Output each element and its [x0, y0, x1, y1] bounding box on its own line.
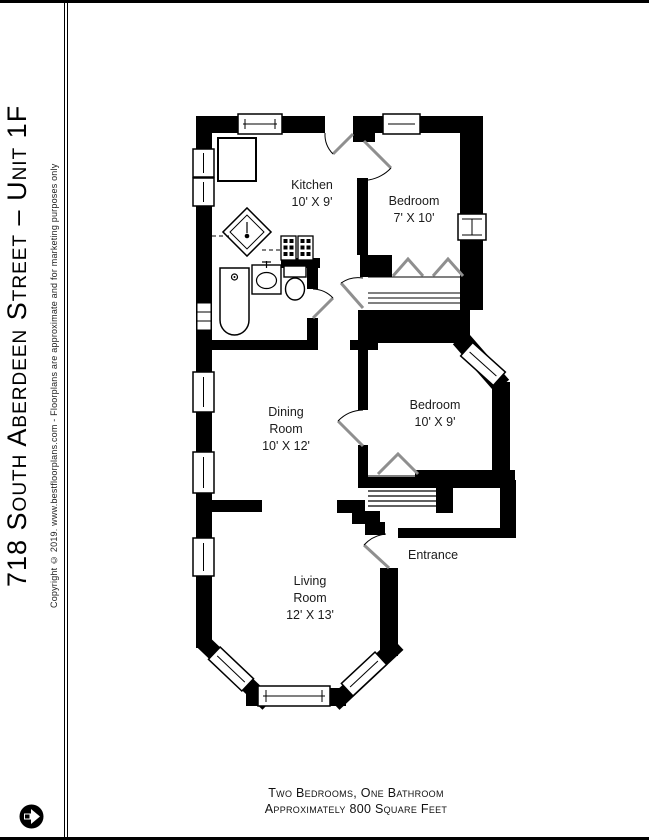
- room-label-dining: Dining Room 10' X 12': [262, 404, 310, 455]
- living-left-window: [192, 537, 215, 577]
- bathroom-door: [311, 288, 335, 320]
- bathtub: [219, 267, 250, 336]
- bedroom-top-window: [382, 113, 421, 135]
- fixtures: [196, 137, 314, 336]
- room-label-kitchen: Kitchen 10' X 9': [291, 177, 333, 211]
- bay-center-window: [257, 685, 331, 707]
- footer-line-1: Two Bedrooms, One Bathroom: [268, 786, 444, 800]
- bay-right-window: [340, 651, 388, 697]
- room-dims: 12' X 13': [286, 608, 334, 622]
- room-name: Bedroom: [409, 398, 461, 412]
- closet-shelf-lines: [368, 276, 460, 477]
- dining-left-window-1: [192, 371, 215, 413]
- room-name: Bedroom: [388, 194, 440, 208]
- room-label-entrance: Entrance: [408, 547, 458, 564]
- kitchen-sink: [221, 206, 273, 258]
- windows: [192, 113, 507, 707]
- bedroom-diagonal-window: [459, 341, 507, 387]
- kitchen-left-window-1: [192, 148, 215, 178]
- bedroom-right-window: [457, 213, 487, 241]
- north-arrow-icon: [19, 804, 44, 829]
- divider-rule-outer: [63, 0, 65, 840]
- footer-caption: Two Bedrooms, One Bathroom Approximately…: [265, 786, 447, 817]
- refrigerator: [217, 137, 257, 182]
- room-name: Living: [293, 574, 327, 588]
- room-label-bedroom-middle: Bedroom 10' X 9': [410, 397, 461, 431]
- room-dims: 10' X 9': [414, 415, 456, 429]
- bedroom-middle-door: [336, 409, 365, 448]
- kitchen-left-window-2: [192, 177, 215, 207]
- room-dims: 7' X 10': [393, 211, 435, 225]
- bottom-border: [0, 837, 649, 840]
- dining-left-window-2: [192, 451, 215, 494]
- hall-door: [339, 277, 365, 309]
- room-label-living: Living Room 12' X 13': [286, 573, 334, 624]
- closet-door-chevrons: [376, 256, 465, 476]
- doors: [311, 132, 393, 570]
- entry-stairs: [368, 490, 436, 507]
- bay-left-window: [207, 645, 255, 693]
- room-name: Entrance: [407, 548, 459, 562]
- top-border: [0, 0, 649, 3]
- room-dims: 10' X 9': [291, 195, 333, 209]
- room-name: Room: [269, 422, 303, 436]
- room-name: Room: [293, 591, 327, 605]
- kitchen-back-door: [324, 132, 355, 156]
- radiator: [196, 302, 212, 331]
- footer-line-2: Approximately 800 Square Feet: [264, 801, 448, 816]
- room-name: Dining: [268, 405, 304, 419]
- toilet: [283, 265, 307, 301]
- room-name: Kitchen: [291, 178, 333, 192]
- entry-door: [362, 533, 391, 570]
- divider-rule-inner: [67, 0, 69, 840]
- room-dims: 10' X 12': [262, 439, 310, 453]
- bedroom-top-door: [356, 139, 393, 181]
- stove: [280, 235, 314, 261]
- kitchen-top-window: [237, 113, 283, 135]
- room-label-bedroom-top: Bedroom 7' X 10': [389, 193, 440, 227]
- bathroom-sink: [251, 261, 282, 295]
- counter-dashes: [212, 235, 281, 251]
